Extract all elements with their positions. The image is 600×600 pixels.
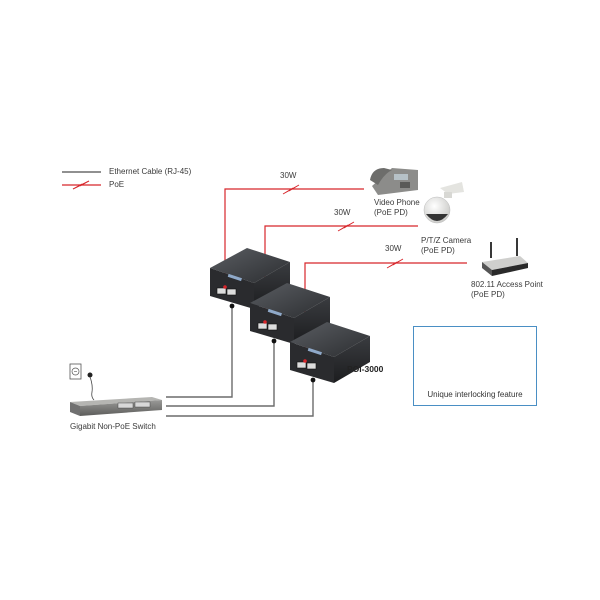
camera-name: P/T/Z Camera bbox=[421, 236, 472, 245]
port-dot bbox=[310, 377, 316, 383]
legend-poe-label: PoE bbox=[109, 180, 125, 189]
access-point-sub: (PoE PD) bbox=[471, 290, 505, 299]
poe-injector-3 bbox=[290, 322, 370, 383]
poe-line-phone bbox=[224, 188, 364, 290]
access-point-label: 802.11 Access Point (PoE PD) bbox=[471, 280, 543, 300]
poe-bolt-icon bbox=[386, 258, 404, 269]
video-phone-image bbox=[370, 168, 418, 195]
power-plug-icon bbox=[87, 372, 95, 401]
ethernet-line-3 bbox=[166, 380, 314, 417]
power-label-phone: 30W bbox=[280, 171, 297, 180]
legend bbox=[62, 171, 101, 190]
power-label-ap: 30W bbox=[385, 244, 402, 253]
power-label-camera: 30W bbox=[334, 208, 351, 217]
switch-label: Gigabit Non-PoE Switch bbox=[70, 422, 156, 431]
ptz-camera-image bbox=[423, 182, 464, 224]
port-dot bbox=[229, 303, 235, 309]
camera-label: P/T/Z Camera (PoE PD) bbox=[421, 236, 471, 256]
poe-bolts bbox=[282, 184, 404, 269]
ethernet-line-1 bbox=[166, 306, 233, 398]
access-point-image bbox=[482, 238, 528, 276]
injector-model-label: POI-3000 bbox=[347, 364, 384, 374]
ethernet-lines bbox=[166, 306, 314, 417]
access-point-name: 802.11 Access Point bbox=[471, 280, 543, 289]
video-phone-name: Video Phone bbox=[374, 198, 420, 207]
interlocking-feature-inset: Unique interlocking feature bbox=[413, 326, 537, 406]
switch-image bbox=[70, 397, 162, 416]
legend-ethernet-label: Ethernet Cable (RJ-45) bbox=[109, 167, 192, 176]
poe-bolt-icon bbox=[337, 221, 355, 232]
poe-injector-2 bbox=[250, 283, 330, 344]
camera-sub: (PoE PD) bbox=[421, 246, 455, 255]
wall-outlet-icon bbox=[69, 363, 82, 380]
video-phone-sub: (PoE PD) bbox=[374, 208, 408, 217]
poe-bolt-icon bbox=[282, 184, 300, 195]
inset-caption: Unique interlocking feature bbox=[427, 390, 523, 399]
video-phone-label: Video Phone (PoE PD) bbox=[374, 198, 420, 218]
port-dot bbox=[271, 338, 277, 344]
ethernet-line-2 bbox=[166, 341, 275, 407]
poe-bolt-icon bbox=[72, 180, 90, 190]
